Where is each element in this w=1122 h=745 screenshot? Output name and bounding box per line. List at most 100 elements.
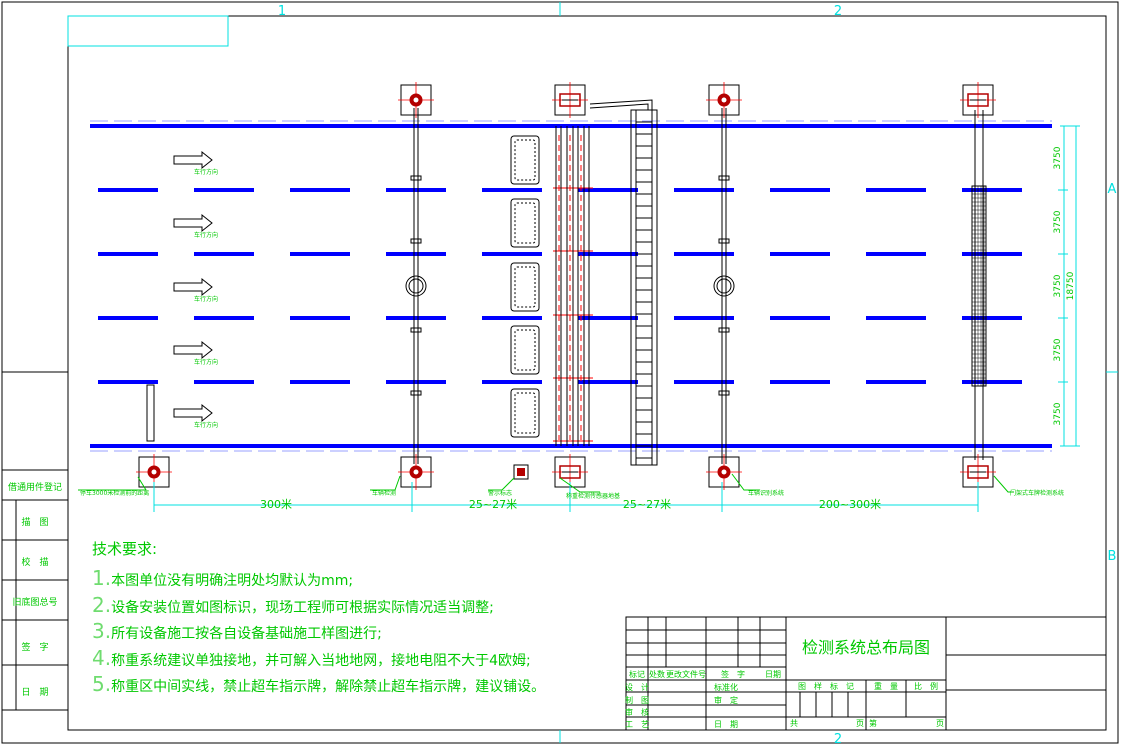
callout-device-3: 称重检测传感器地基 [566, 492, 620, 500]
pole-marker-core [413, 97, 419, 103]
direction-arrow [173, 340, 213, 360]
note-3: 3.所有设备施工按各自设备基础施工样图进行; [92, 618, 612, 645]
note-2-num: 2. [92, 592, 112, 617]
sign-0: 设 计 [625, 682, 649, 692]
callout-device-2: 警示标志 [488, 489, 512, 497]
dim-total: 18750 [1066, 271, 1076, 300]
left-col-2: 校 描 [21, 556, 48, 568]
sensor-marker [559, 465, 581, 479]
note-3-num: 3. [92, 619, 112, 643]
weigh-pads [510, 135, 593, 442]
col-mark-2-bottom: 2 [834, 732, 842, 745]
direction-arrow [173, 213, 213, 233]
sensor-marker [967, 93, 989, 107]
col-mark-2: 2 [834, 4, 842, 19]
direction-arrow [173, 403, 213, 423]
gantry-clamp [718, 238, 730, 244]
cable-ladder [589, 99, 658, 466]
dim-25-27-a: 25~27米 [469, 498, 517, 511]
page-label: 第 [869, 718, 877, 728]
rev-h3: 签 字 [721, 669, 745, 679]
gantry-clamp [718, 390, 730, 396]
rev-h2: 更改文件号 [666, 669, 706, 679]
gantry-ring [405, 275, 427, 297]
dim-lane-3: 3750 [1053, 274, 1063, 297]
page-unit: 页 [936, 719, 944, 728]
left-col-5: 日 期 [21, 687, 48, 698]
direction-arrow-label: 车行方向 [194, 358, 218, 366]
small-foundation-marker [517, 468, 525, 476]
note-1-text: 本图单位没有明确注明处均默认为mm; [111, 573, 354, 589]
dim-300: 300米 [260, 498, 292, 511]
sheet-h0: 图 样 标 记 [798, 681, 854, 691]
sign-2: 审 核 [625, 707, 649, 717]
sensor-marker [559, 93, 581, 107]
weigh-pad [510, 388, 540, 438]
total-label: 共 [790, 719, 798, 728]
row-mark-a: A [1108, 182, 1117, 197]
sheet-h1: 重 量 [874, 681, 898, 691]
direction-arrow-label: 车行方向 [194, 231, 218, 239]
sheet-label: 页 [856, 719, 864, 728]
weigh-pad [510, 325, 540, 375]
note-3-text: 所有设备施工按各自设备基础施工样图进行; [111, 626, 382, 642]
rev-h4: 日期 [765, 670, 781, 679]
weigh-pad [510, 135, 540, 185]
sheet-h2: 比 例 [914, 681, 938, 691]
row-mark-b: B [1108, 549, 1117, 564]
dim-lane-1: 3750 [1053, 146, 1063, 169]
sign-3-right: 日 期 [714, 720, 738, 729]
left-col-4: 签 字 [21, 641, 48, 653]
direction-arrow [173, 150, 213, 170]
rev-h1: 处数 [649, 669, 665, 679]
top-left-box [67, 15, 229, 47]
note-5-text: 称重区中间实线，禁止超车指示牌，解除禁止超车指示牌，建议铺设。 [111, 679, 546, 695]
dim-200-300: 200~300米 [819, 498, 881, 511]
direction-arrow [173, 277, 213, 297]
weigh-pad-inner [514, 202, 536, 244]
dim-lane-4: 3750 [1053, 338, 1063, 361]
note-4-text: 称重系统建议单独接地，并可解入当地地网，接地电阻不大于4欧姆; [111, 652, 531, 669]
lane-markings [98, 188, 1022, 384]
rev-h0: 标记 [629, 669, 645, 679]
note-1: 1.本图单位没有明确注明处均默认为mm; [92, 565, 612, 592]
gantry-ring-inner [716, 278, 732, 294]
sign-2-right: 审 定 [714, 695, 738, 705]
notes-heading: 技术要求: [92, 540, 158, 558]
pole-marker-core [721, 97, 727, 103]
gantry-clamp [410, 390, 422, 396]
weigh-pad-inner [514, 266, 536, 308]
pole-marker-core [151, 469, 157, 475]
callout-device-4: 车辆识别系统 [748, 489, 784, 497]
technical-notes: 技术要求: 1.本图单位没有明确注明处均默认为mm; 2.设备安装位置如图标识，… [92, 538, 612, 698]
callout-device-1: 车辆检测 [372, 489, 396, 497]
left-col-1: 描 图 [21, 516, 48, 528]
gantry-clamp [718, 175, 730, 181]
gantry-ring-inner [408, 278, 424, 294]
note-5-num: 5. [92, 672, 112, 696]
dimension-right: 3750 3750 3750 3750 3750 18750 [1053, 125, 1080, 447]
sensor-marker [967, 465, 989, 479]
col-mark-1: 1 [278, 4, 286, 19]
title-block: 检测系统总布局图 标记 处数 更改文件号 签 字 日期 设 计 标准化 制 图 … [625, 616, 1107, 731]
drawing-title: 检测系统总布局图 [802, 638, 930, 657]
dimension-bottom: 300米 25~27米 25~27米 200~300米 [153, 482, 979, 512]
direction-arrow-label: 车行方向 [194, 421, 218, 429]
pole-marker-core [413, 469, 419, 475]
equipment-poles [136, 82, 996, 490]
note-1-num: 1. [92, 566, 112, 590]
weigh-strip-lines [555, 126, 590, 446]
gantry-clamp [410, 327, 422, 333]
gantry-ring [713, 275, 735, 297]
note-2-text: 设备安装位置如图标识，现场工程师可根据实际情况适当调整; [111, 599, 494, 616]
left-col-3: 旧底图总号 [12, 596, 57, 608]
note-2: 2.设备安装位置如图标识，现场工程师可根据实际情况适当调整; [92, 592, 612, 619]
sign-0-right: 标准化 [714, 682, 738, 692]
note-4: 4.称重系统建议单独接地，并可解入当地地网，接地电阻不大于4欧姆; [92, 645, 612, 672]
inner-border [67, 15, 1107, 731]
gantry-grid [971, 110, 987, 460]
note-5: 5.称重区中间实线，禁止超车指示牌，解除禁止超车指示牌，建议铺设。 [92, 671, 612, 698]
warning-sign-post [146, 384, 155, 442]
